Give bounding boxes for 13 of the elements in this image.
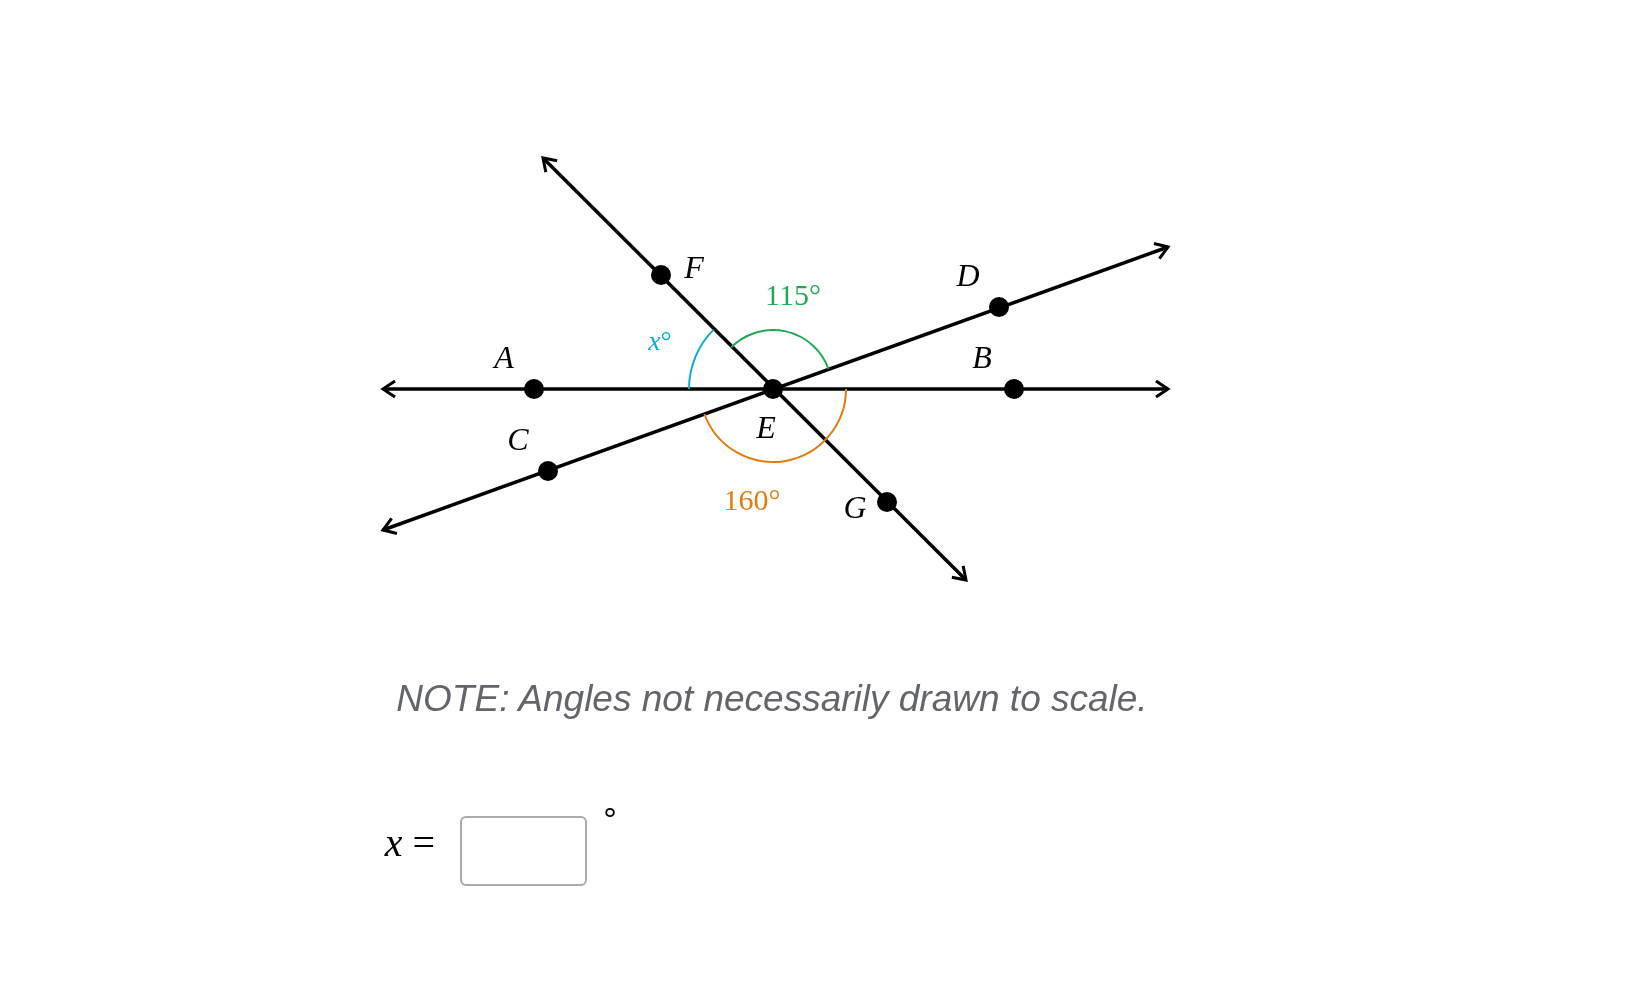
angle-label: 160° (723, 485, 781, 515)
point-label: D (956, 259, 980, 291)
point-label: A (494, 341, 514, 373)
note-text: NOTE: Angles not necessarily drawn to scale. (396, 679, 1148, 717)
equation-text: x = (384, 823, 436, 863)
point-label: G (843, 491, 867, 523)
point-label: F (684, 251, 704, 283)
angle-label: x° (648, 327, 672, 355)
angle-label: 115° (765, 280, 821, 310)
point-label: E (756, 411, 776, 443)
point-label: C (507, 423, 529, 455)
degree-symbol: ° (603, 802, 617, 836)
point-label: B (972, 341, 992, 373)
